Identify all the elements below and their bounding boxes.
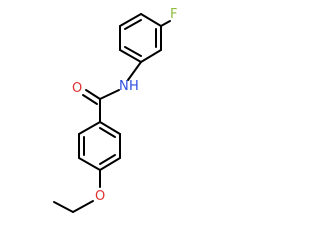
double-bond-inner — [99, 154, 116, 165]
bond-ring-n — [127, 61, 142, 81]
bond — [99, 121, 121, 135]
double-bond-inner — [99, 127, 116, 138]
bond-o-ch2 — [72, 200, 94, 213]
bond — [78, 157, 101, 171]
atom-fluorine: F — [170, 7, 177, 22]
bond-c-o-double — [82, 94, 98, 105]
atom-hydrogen: H — [129, 79, 139, 94]
bond-c-o — [85, 89, 101, 100]
benzene-ring — [78, 121, 121, 171]
double-bond-inner — [124, 19, 142, 30]
bond — [119, 49, 142, 63]
fluorophenyl-ring — [119, 13, 162, 63]
bond — [140, 49, 162, 63]
bond — [119, 13, 142, 27]
bond — [99, 157, 121, 171]
bond — [78, 121, 101, 135]
bond-c-f — [160, 20, 171, 27]
bond — [140, 13, 162, 27]
bond-ch2-ch3 — [53, 201, 74, 213]
molecule-diagram: F N H O O — [53, 7, 178, 213]
atom-carbonyl-oxygen: O — [72, 81, 82, 96]
structure-svg: F N H O O — [53, 7, 177, 213]
bond-n-c — [99, 89, 120, 100]
atom-ether-oxygen: O — [95, 189, 105, 204]
double-bond-inner — [124, 46, 142, 57]
atom-nitrogen: N — [119, 79, 129, 94]
